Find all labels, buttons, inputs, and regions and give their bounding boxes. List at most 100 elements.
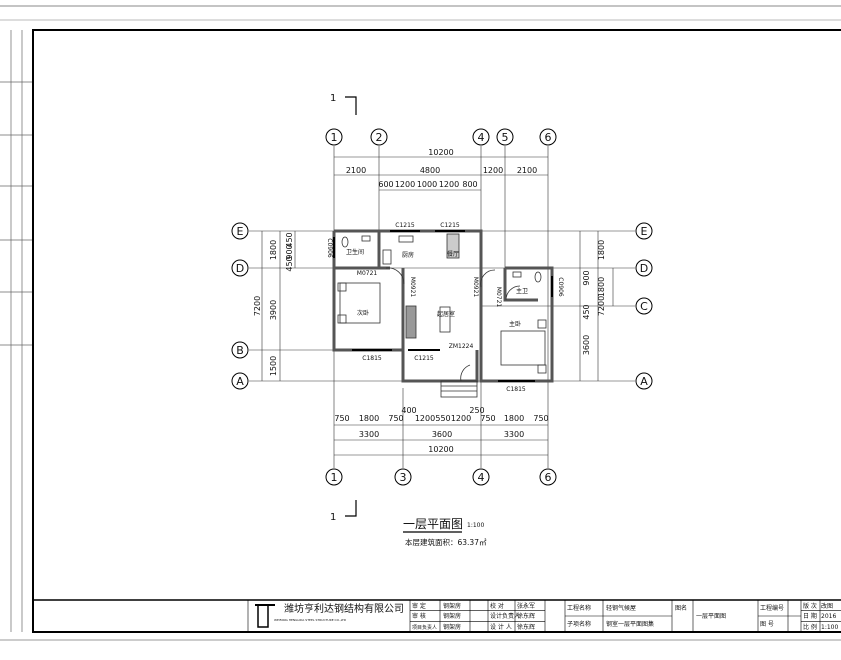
dim-label: 1200	[483, 166, 503, 175]
label-text: 轻钢气候屋	[606, 604, 636, 612]
room-label: 餐厅	[447, 250, 459, 258]
label-text: 审 核	[412, 612, 426, 620]
opening-label: C0906	[326, 238, 333, 258]
label-text: 钢室一层平面图集	[606, 620, 654, 628]
axis-label: B	[236, 344, 244, 357]
walls	[332, 229, 554, 383]
label-text: 子项名称	[567, 620, 591, 628]
section-mark-bottom: 1	[330, 500, 357, 523]
dim-label: 3300	[359, 430, 379, 439]
label-text: 1:100	[821, 624, 838, 631]
opening-label: M0721	[357, 270, 378, 277]
room-label: 主卧	[509, 320, 521, 328]
room-label: 次卧	[357, 309, 369, 317]
dim-label: 4800	[420, 166, 440, 175]
opening-label: C0906	[557, 277, 564, 297]
dim-label: 1800	[359, 414, 379, 423]
label-text: 项目负责人	[412, 624, 437, 631]
dim-label: 1200	[415, 414, 435, 423]
dim-label: 2100	[346, 166, 366, 175]
dim-label: 800	[462, 180, 477, 189]
dim-label: 1000	[417, 180, 437, 189]
label-text: 徐东辉	[517, 623, 535, 631]
section-mark-top: 1	[330, 93, 357, 115]
dim-label: 7200	[253, 296, 262, 316]
dim-label: 900	[285, 244, 294, 259]
dim-label: 400	[401, 406, 416, 415]
axis-bubbles	[231, 128, 653, 486]
dim-label: 3900	[269, 300, 278, 320]
dim-label: 600	[378, 180, 393, 189]
axis-label: 1	[331, 131, 338, 144]
opening-label: C1815	[506, 386, 526, 393]
label-text: 工程名称	[567, 604, 591, 612]
dimension-labels: 10200 2100 4800 1200 2100 600 1200 1000 …	[253, 148, 606, 454]
dim-label: 1200	[451, 414, 471, 423]
opening-label: ZM1224	[449, 343, 474, 350]
label-text: 工程编号	[760, 604, 784, 612]
dim-label: 450	[285, 232, 294, 247]
furniture	[337, 233, 547, 382]
label-text: 1	[330, 512, 336, 523]
label-text: 校 对	[490, 602, 504, 610]
dim-label: 1800	[269, 240, 278, 260]
dim-label: 900	[582, 270, 591, 285]
opening-label: C1215	[414, 355, 434, 362]
label-text: 一层平面图	[696, 613, 726, 620]
dim-label: 1200	[395, 180, 415, 189]
axis-label: 3	[400, 471, 407, 484]
label-text: 设 计 人	[490, 623, 512, 631]
dim-label: 1200	[439, 180, 459, 189]
dim-label: 3600	[582, 335, 591, 355]
company-subtitle: WEIFANG HENGLIDA STEEL STRUCTURE CO.,LTD	[274, 618, 347, 622]
axis-label: 4	[478, 471, 485, 484]
drawing-scale: 1:100	[467, 522, 484, 529]
label-text: 版 次	[803, 602, 817, 610]
dim-label: 750	[334, 414, 349, 423]
label-text: 设计负责人	[490, 612, 520, 620]
label-text: 钢架房	[443, 623, 461, 631]
drawing-title: 一层平面图	[403, 517, 463, 531]
axis-label: E	[237, 225, 244, 238]
axis-label: 6	[545, 471, 552, 484]
axis-label: 2	[376, 131, 383, 144]
dim-label: 1500	[269, 356, 278, 376]
label-text: 图名	[675, 604, 687, 612]
dim-label: 3300	[504, 430, 524, 439]
dim-label: 450	[285, 256, 294, 271]
opening-label: C1815	[362, 355, 382, 362]
room-label: 主卫	[516, 287, 528, 295]
company-name: 潍坊亨利达钢结构有限公司	[284, 602, 404, 615]
dim-label: 750	[480, 414, 495, 423]
axis-label: 6	[545, 131, 552, 144]
dim-label: 7200	[597, 296, 606, 316]
axis-label: 5	[502, 131, 509, 144]
room-label: 卫生间	[346, 248, 364, 256]
dim-label: 1800	[504, 414, 524, 423]
axis-label: A	[236, 375, 244, 388]
label-text: 日 期	[803, 612, 817, 620]
opening-label: M0921	[409, 277, 416, 298]
label-text: 徐东辉	[517, 612, 535, 620]
left-info-strip	[0, 30, 33, 632]
dim-label: 1800	[597, 277, 606, 297]
dim-label: 450	[582, 304, 591, 319]
dim-label: 750	[533, 414, 548, 423]
area-note: 本层建筑面积：63.37㎡	[405, 537, 487, 547]
dim-label: 750	[388, 414, 403, 423]
entrance-steps	[440, 380, 478, 398]
opening-label: C1215	[395, 222, 415, 229]
axis-label: A	[640, 375, 648, 388]
dim-label: 250	[469, 406, 484, 415]
title-block-text: 潍坊亨利达钢结构有限公司 WEIFANG HENGLIDA STEEL STRU…	[274, 602, 838, 631]
room-label: 厨房	[402, 251, 414, 259]
axis-label: D	[236, 262, 244, 275]
axis-label: D	[640, 262, 648, 275]
dim-label: 2100	[517, 166, 537, 175]
label-text: 1	[330, 93, 336, 104]
label-text: 比 例	[803, 623, 817, 631]
opening-label: M0721	[495, 287, 502, 308]
label-text: 钢架房	[443, 612, 461, 620]
opening-label: C1215	[440, 222, 460, 229]
